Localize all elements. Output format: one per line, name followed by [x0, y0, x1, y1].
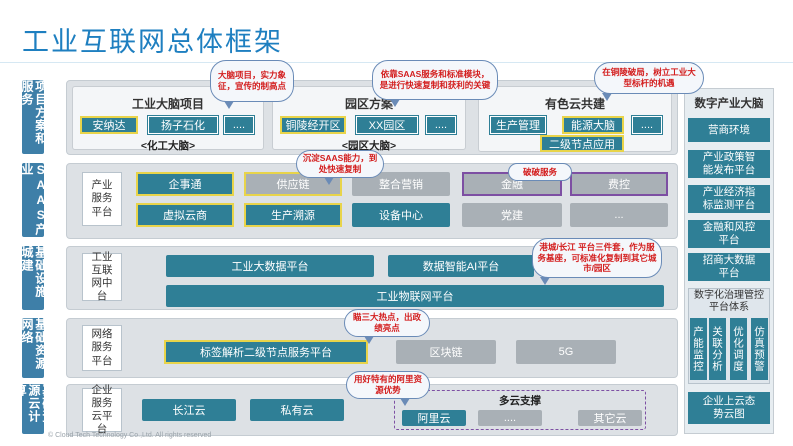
item-more[interactable]: .... [223, 115, 255, 135]
callout-saas-ability: 沉淀SAAS能力，到处快速复制 [296, 150, 384, 178]
right-title: 数字产业大脑 [694, 98, 764, 110]
saas-qishitong[interactable]: 企事通 [136, 172, 234, 196]
item-secondary-node-app[interactable]: 二级节点应用 [540, 135, 624, 152]
side-enterprise-cloud: 企业服务云平台 [82, 384, 122, 435]
right-indicator-platform[interactable]: 产业经济指标监测平台 [688, 185, 770, 213]
panel-caption: <园区大脑> [341, 140, 397, 152]
row-label-saas: SAAS产业 [20, 163, 48, 237]
callout-saas-key: 依靠SAAS服务和标准模块，是进行快速复制和获利的关键 [372, 60, 498, 100]
gov-capacity[interactable]: 产能监控 [690, 318, 707, 380]
item-more[interactable]: .... [631, 115, 663, 135]
saas-more[interactable]: ... [570, 203, 668, 227]
gov-title: 数字化治理管控平台体系 [694, 290, 764, 313]
callout-brain: 大脑项目，实力象征，宣传的制高点 [210, 60, 294, 102]
side-middle-platform: 工业互联网中台 [82, 251, 122, 302]
multicloud-title: 多云支撑 [499, 395, 541, 407]
saas-virtual-cloud-merchant[interactable]: 虚拟云商 [136, 203, 234, 227]
network-blockchain[interactable]: 区块链 [396, 340, 496, 364]
row-label-cloud: 基础资源云计算 [13, 384, 55, 434]
saas-device-center[interactable]: 设备中心 [352, 203, 450, 227]
callout-tail [324, 177, 334, 185]
gov-relation[interactable]: 关联分析 [709, 318, 726, 380]
saas-party-building[interactable]: 党建 [462, 203, 562, 227]
right-policy-platform[interactable]: 产业政策智能发布平台 [688, 150, 770, 178]
callout-hotspots: 瞄三大热点，出政绩亮点 [344, 309, 430, 337]
infra-ai[interactable]: 数据智能AI平台 [388, 255, 534, 277]
right-investment-data[interactable]: 招商大数据平台 [688, 253, 770, 281]
callout-tongling: 在铜陵破局，树立工业大型标杆的机遇 [594, 62, 704, 94]
row-label-app: 项目方案和服务 [20, 80, 48, 154]
cloud-aliyun[interactable]: 阿里云 [402, 410, 466, 426]
panel-title: 园区方案 [344, 97, 393, 111]
callout-tail [602, 93, 612, 101]
footer-copyright: © Cloud Tech Technology Co.,Ltd. All rig… [48, 432, 212, 439]
right-cloud-situation[interactable]: 企业上云态势云图 [688, 392, 770, 424]
cloud-private[interactable]: 私有云 [250, 399, 344, 421]
infra-iot[interactable]: 工业物联网平台 [166, 285, 664, 307]
gov-warning[interactable]: 仿真预警 [751, 318, 768, 380]
infra-big-data[interactable]: 工业大数据平台 [166, 255, 374, 277]
right-finance-risk[interactable]: 金融和风控平台 [688, 220, 770, 248]
panel-caption: <化工大脑> [140, 140, 196, 152]
network-label-resolution[interactable]: 标签解析二级节点服务平台 [164, 340, 368, 364]
saas-finance[interactable]: 金融 [462, 172, 562, 196]
callout-service: 破破服务 [508, 163, 572, 181]
gov-schedule[interactable]: 优化调度 [730, 318, 747, 380]
side-industry-service-platform: 产业服务平台 [82, 172, 122, 226]
item-production[interactable]: 生产管理 [489, 115, 547, 135]
item-tongling[interactable]: 铜陵经开区 [280, 116, 346, 134]
cloud-changjiang[interactable]: 长江云 [142, 399, 236, 421]
item-xx-park[interactable]: XX园区 [355, 115, 419, 135]
callout-tail [540, 277, 550, 285]
callout-tail [400, 398, 410, 406]
panel-title: 工业大脑项目 [131, 97, 204, 111]
row-label-infra: 基础设施城建 [20, 246, 48, 310]
saas-expense[interactable]: 费控 [570, 172, 668, 196]
panel-title: 有色云共建 [544, 97, 605, 111]
callout-base-platform: 港城/长江 平台三件套，作为服务基座，可标准化复制到其它城市/园区 [532, 238, 662, 278]
cloud-other[interactable]: 其它云 [578, 410, 642, 426]
saas-traceability[interactable]: 生产溯源 [244, 203, 342, 227]
row-label-network: 基础资源网络 [20, 318, 48, 378]
callout-tail [224, 101, 234, 109]
page-title: 工业互联网总体框架 [22, 27, 283, 57]
network-5g[interactable]: 5G [516, 340, 616, 364]
callout-ali-advantage: 用好特有的阿里资源优势 [346, 371, 430, 399]
item-energy-brain[interactable]: 能源大脑 [562, 116, 624, 134]
item-annada[interactable]: 安纳达 [80, 116, 138, 134]
multicloud-group [394, 390, 646, 430]
callout-tail [390, 99, 400, 107]
side-network-platform: 网络服务平台 [82, 325, 122, 371]
callout-tail [364, 336, 374, 344]
item-yangzi[interactable]: 扬子石化 [147, 115, 219, 135]
right-business-env[interactable]: 营商环境 [688, 118, 770, 142]
cloud-more[interactable]: .... [478, 410, 542, 426]
item-more[interactable]: .... [425, 115, 457, 135]
